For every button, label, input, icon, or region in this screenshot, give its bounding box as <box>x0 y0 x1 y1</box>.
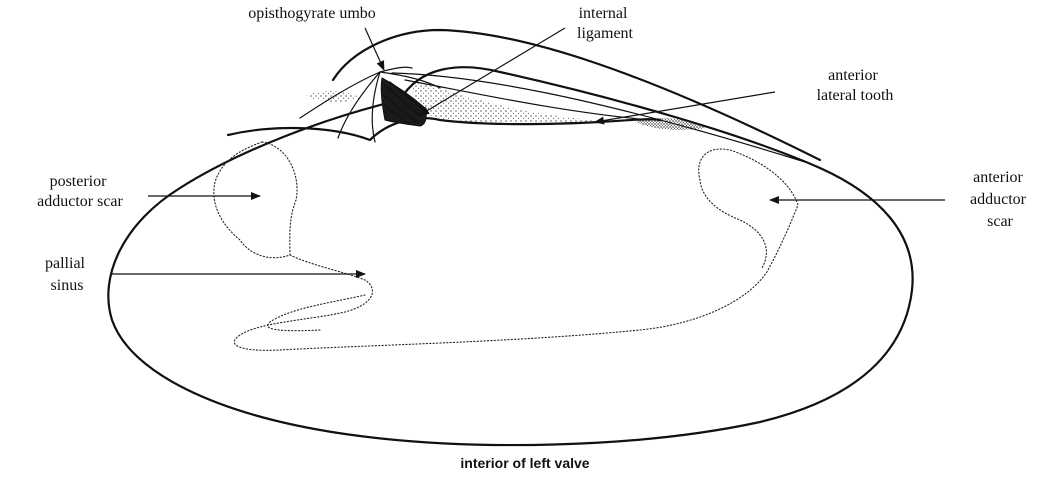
label-pallial-sinus: pallial sinus <box>45 255 89 294</box>
label-opisthogyrate-umbo: opisthogyrate umbo <box>248 5 376 22</box>
ligament-leader <box>420 28 565 115</box>
label-anterior-adductor-scar: anterior adductor scar <box>970 169 1030 230</box>
label-internal-ligament: internal ligament <box>577 5 634 42</box>
pallial-line <box>234 149 798 350</box>
posterior-hinge-shading <box>305 91 360 102</box>
tooth-shading <box>635 118 705 130</box>
pallial-line-inner <box>268 295 365 331</box>
figure-caption: interior of left valve <box>460 455 589 471</box>
label-posterior-adductor-scar: posterior adductor scar <box>37 173 123 210</box>
label-anterior-lateral-tooth: anterior lateral tooth <box>817 67 894 104</box>
posterior-adductor-scar <box>214 142 297 258</box>
